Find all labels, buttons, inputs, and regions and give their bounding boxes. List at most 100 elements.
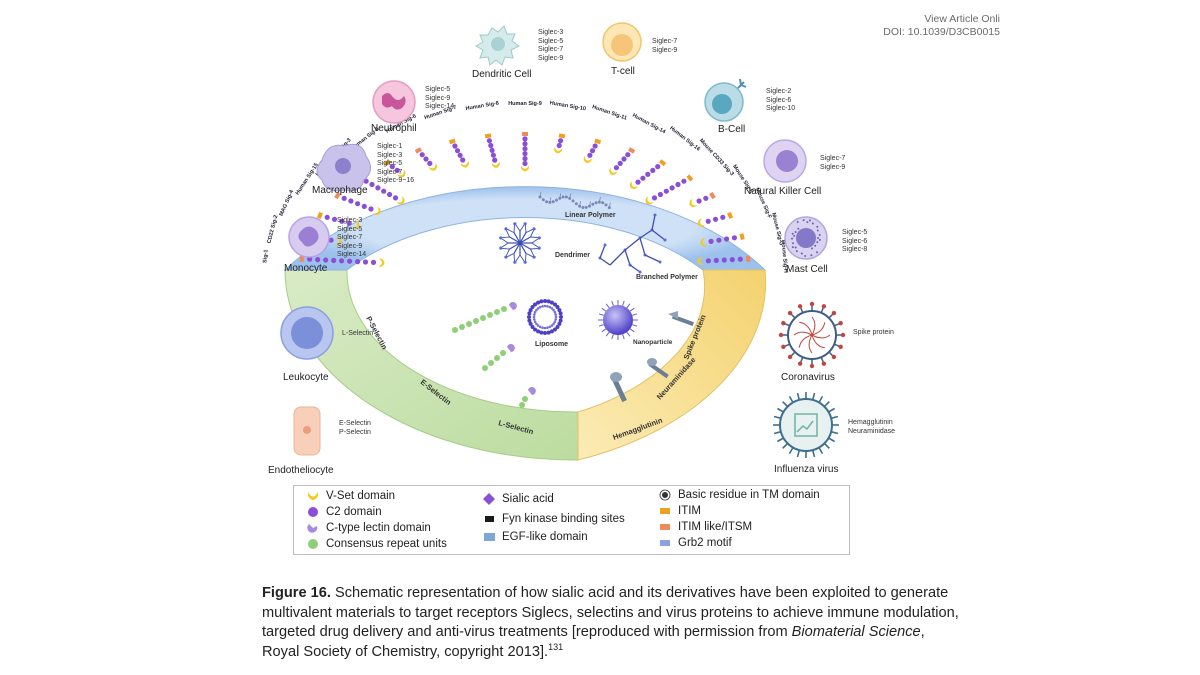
- c2-domain-mark: [339, 218, 345, 224]
- linear-polymer-branch: [589, 201, 591, 207]
- dendritic-cell-siglecs: Siglec-3 Siglec-5 Siglec-7 Siglec-9: [538, 29, 564, 62]
- leukocyte-icon: [280, 306, 334, 360]
- linear-polymer-bead: [594, 201, 598, 205]
- dendrimer-subbranch: [531, 237, 540, 244]
- nanoparticle-spike: [626, 303, 631, 309]
- corona-spike-head: [787, 310, 793, 316]
- itim-marker: [414, 147, 422, 154]
- liposome-bead: [549, 300, 554, 305]
- liposome-bead: [527, 311, 532, 316]
- liposome-label: Liposome: [535, 341, 568, 348]
- linear-polymer-label: Linear Polymer: [565, 212, 616, 219]
- mast-cell-granule: [791, 232, 794, 235]
- vset-domain-mark: [428, 163, 438, 171]
- liposome-bead: [558, 311, 563, 316]
- c2-domain-mark: [724, 236, 730, 242]
- siglec-ring-label: Human Sig-9: [508, 101, 542, 107]
- c2-domain-mark: [731, 235, 738, 241]
- vset-domain-mark: [645, 196, 654, 205]
- liposome-inner-bead: [550, 307, 554, 310]
- dendrimer-branch: [519, 242, 527, 254]
- c2-domain-mark: [324, 214, 330, 220]
- linear-polymer-bead: [591, 202, 595, 206]
- linear-polymer-bead: [597, 200, 601, 204]
- corona-spike-head: [838, 344, 843, 350]
- mast-cell-granule: [802, 219, 805, 222]
- branched-polymer-segment: [651, 214, 656, 231]
- nanoparticle-spike: [598, 324, 604, 327]
- liposome-bead: [553, 302, 557, 307]
- view-article-link[interactable]: View Article Onli: [924, 13, 1000, 25]
- mast-cell-icon: [784, 216, 828, 260]
- vset-domain-mark: [583, 155, 593, 163]
- virus-ring-band: [577, 269, 767, 461]
- influenza-spike: [788, 447, 794, 454]
- c2-domain-mark: [452, 143, 458, 149]
- coronavirus-label: Coronavirus: [781, 372, 835, 383]
- vset-domain-mark: [460, 160, 470, 168]
- mast-cell-siglecs: Siglec-5 Siglec-6 Siglec-8: [842, 229, 868, 254]
- liposome-bead: [553, 327, 557, 332]
- c2-domain-mark: [708, 238, 714, 244]
- linear-polymer-branch: [539, 191, 542, 198]
- dendrimer-label: Dendrimer: [555, 252, 590, 259]
- c2-domain-mark: [712, 216, 719, 222]
- corona-rna: [811, 334, 825, 349]
- corona-spike-head: [838, 320, 843, 326]
- liposome-shape: [527, 299, 563, 335]
- itim-marker: [484, 133, 492, 139]
- dendrimer-subbranch: [519, 254, 526, 263]
- c2-domain-mark: [454, 148, 461, 154]
- corona-spike-head: [821, 304, 827, 309]
- corona-spike-head: [831, 310, 837, 316]
- macrophage-label: Macrophage: [312, 185, 368, 196]
- caption-reference: 131: [548, 641, 564, 652]
- linear-polymer-bead: [601, 201, 605, 205]
- dendrimer-branch: [519, 232, 527, 244]
- liposome-inner-bead: [538, 305, 542, 309]
- c2-domain-mark: [389, 164, 395, 170]
- influenza-spike: [796, 392, 801, 401]
- influenza-spike: [788, 396, 794, 403]
- neuraminidase-shape: [647, 358, 669, 379]
- c2-domain-mark: [387, 191, 393, 198]
- linear-polymer-branch: [559, 193, 562, 199]
- c2-domain-mark: [457, 152, 463, 158]
- influenza-spike: [811, 449, 816, 458]
- c2-domain-mark: [663, 188, 669, 194]
- liposome-inner-bead: [533, 313, 536, 316]
- dendrimer-branch: [509, 236, 521, 244]
- influenza-spike: [830, 415, 839, 420]
- c2-domain-mark: [729, 257, 735, 263]
- corona-spike-head: [840, 332, 846, 338]
- c2-domain-mark: [394, 167, 400, 173]
- nanoparticle-spike: [611, 334, 614, 340]
- vset-domain-mark: [352, 220, 360, 229]
- c2-domain-mark: [613, 165, 620, 171]
- figure-caption: Figure 16. Schematic representation of h…: [262, 584, 962, 662]
- nanoparticle-spike: [629, 307, 635, 312]
- dendritic-cell-icon: [474, 25, 520, 66]
- linear-polymer-branch: [599, 196, 601, 203]
- liposome-inner-bead: [543, 326, 547, 330]
- c2-domain-mark: [489, 147, 495, 153]
- branched-polymer-node: [603, 243, 607, 247]
- legend-sialic: Sialic acid: [480, 493, 554, 505]
- c2-domain-icon: [304, 506, 322, 518]
- dendrimer-terminal: [513, 222, 517, 226]
- c2-domain-mark: [370, 259, 377, 265]
- corona-spike-head: [831, 354, 837, 360]
- liposome-inner-bead: [552, 322, 555, 326]
- c2-domain-mark: [650, 167, 656, 173]
- liposome-bead: [558, 318, 563, 323]
- linear-polymer-bead: [574, 202, 578, 206]
- branched-polymer-segment: [639, 229, 653, 239]
- linear-polymer-bead: [551, 200, 555, 204]
- dendrimer-terminal: [532, 255, 536, 259]
- liposome-bead: [555, 325, 560, 329]
- dendrimer-subbranch: [505, 228, 511, 238]
- liposome-inner-bead: [541, 326, 544, 330]
- liposome-inner-bead: [535, 322, 538, 326]
- itim-marker: [628, 147, 636, 154]
- hemagglutinin-shape: [610, 372, 627, 403]
